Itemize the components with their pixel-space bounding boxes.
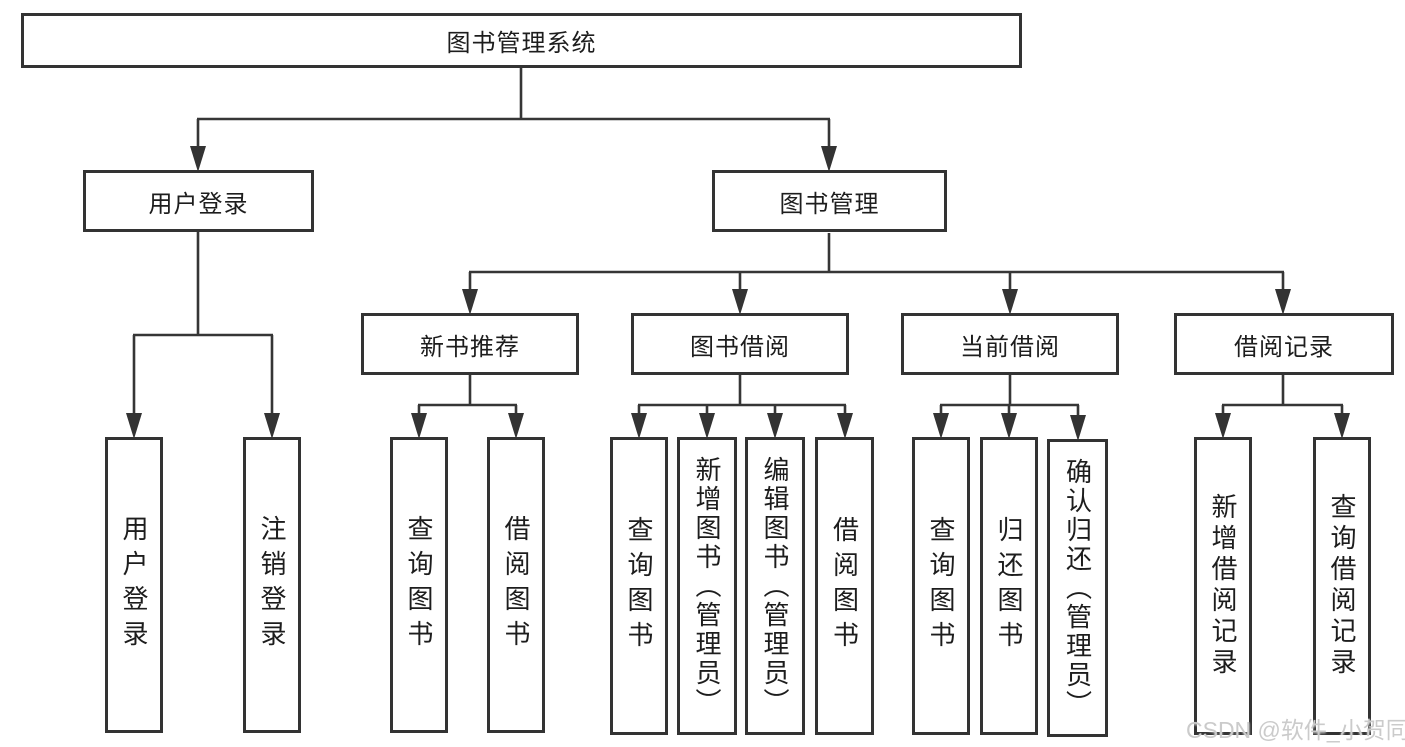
leaf-return-book: 归还图书 [980,437,1038,735]
connector-current-borrow-to-leaves [933,375,1086,441]
node-book-borrow-label: 图书借阅 [690,333,790,361]
leaf-query-borrow-record-label: 查询借阅记录 [1327,493,1357,679]
connector-book-mgmt-to-level3 [462,233,1291,315]
leaf-borrow-book-1: 借阅图书 [487,437,545,733]
leaf-query-borrow-record: 查询借阅记录 [1313,437,1371,735]
node-new-book-recommend: 新书推荐 [361,313,579,375]
node-borrow-record: 借阅记录 [1174,313,1394,375]
csdn-watermark: CSDN @软件_小贺同学 [1186,717,1405,743]
leaf-user-login: 用户登录 [105,437,163,733]
leaf-query-book-2: 查询图书 [610,437,668,735]
leaf-borrow-book-2-label: 借阅图书 [829,516,860,656]
leaf-add-borrow-record-label: 新增借阅记录 [1208,493,1238,679]
leaf-logout: 注销登录 [243,437,301,733]
leaf-query-book-1: 查询图书 [390,437,448,733]
leaf-borrow-book-1-label: 借阅图书 [501,515,531,655]
leaf-edit-book-admin: 编辑图书（管理员） [745,437,805,735]
node-current-borrow-label: 当前借阅 [960,333,1060,361]
leaf-query-book-3: 查询图书 [912,437,970,735]
connector-book-borrow-to-leaves [631,375,853,439]
leaf-add-book-admin: 新增图书（管理员） [677,437,737,735]
node-book-mgmt-label: 图书管理 [779,190,880,218]
node-current-borrow: 当前借阅 [901,313,1119,375]
connector-user-login-to-leaves [126,232,280,439]
leaf-add-borrow-record: 新增借阅记录 [1194,437,1252,735]
node-book-mgmt: 图书管理 [712,170,947,232]
connector-borrow-record-to-leaves [1215,375,1350,439]
leaf-query-book-3-label: 查询图书 [926,516,956,656]
connector-root-to-level2 [190,68,837,172]
leaf-query-book-1-label: 查询图书 [404,515,434,655]
leaf-confirm-return-admin: 确认归还（管理员） [1047,439,1108,737]
leaf-return-book-label: 归还图书 [994,516,1024,656]
node-user-login-label: 用户登录 [148,190,249,218]
node-root-label: 图书管理系统 [446,30,597,57]
leaf-query-book-2-label: 查询图书 [624,516,654,656]
leaf-edit-book-admin-label: 编辑图书（管理员） [760,455,790,717]
node-root: 图书管理系统 [21,13,1022,68]
node-borrow-record-label: 借阅记录 [1234,333,1334,361]
leaf-user-login-label: 用户登录 [119,515,149,655]
node-book-borrow: 图书借阅 [631,313,849,375]
node-user-login: 用户登录 [83,170,314,232]
leaf-borrow-book-2: 借阅图书 [815,437,874,735]
leaf-add-book-admin-label: 新增图书（管理员） [692,455,722,717]
connector-new-book-to-leaves [411,375,524,439]
node-new-book-recommend-label: 新书推荐 [420,333,520,361]
leaf-logout-label: 注销登录 [257,515,287,655]
leaf-confirm-return-admin-label: 确认归还（管理员） [1062,457,1093,719]
